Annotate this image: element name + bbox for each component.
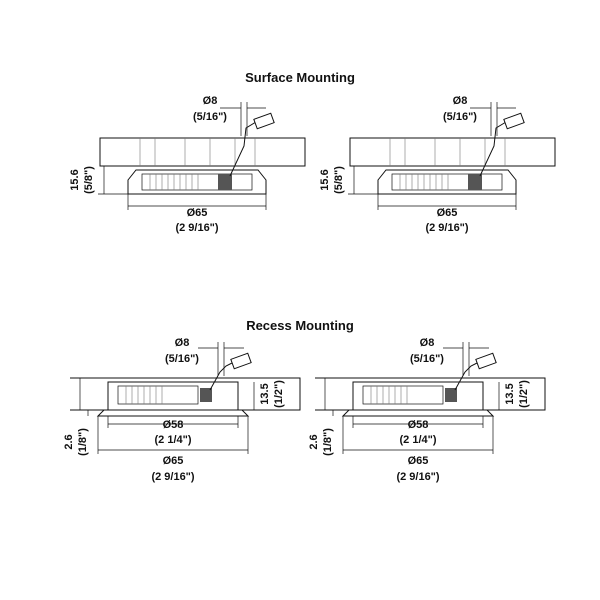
diameter-imperial: (2 9/16")	[425, 222, 468, 234]
cable	[229, 121, 257, 177]
connector-plug	[230, 352, 252, 370]
flange-imperial: (1/8")	[77, 428, 89, 456]
cable-dia-imperial: (5/16")	[443, 111, 477, 123]
flange-label: 2.6	[308, 434, 320, 449]
recess-diagram-right: Ø8 (5/16") 13.5 (1/2") 2.6 (1/8") Ø58 (2…	[308, 337, 546, 483]
diameter-label: Ø65	[163, 455, 184, 467]
cable-dia-label: Ø8	[453, 95, 468, 107]
depth-label: 13.5	[259, 383, 271, 404]
cable	[479, 121, 507, 177]
diameter-imperial: (2 9/16")	[151, 471, 194, 483]
depth-imperial: (1/2")	[518, 380, 530, 408]
depth-imperial: (1/2")	[273, 380, 285, 408]
recess-diagram-left: Ø8 (5/16") 13.5 (1/2") 2.6 (1/8") Ø58 (2…	[63, 337, 301, 483]
height-imperial: (5/8")	[333, 166, 345, 194]
cable-clip	[200, 388, 212, 402]
cable-dia-imperial: (5/16")	[193, 111, 227, 123]
connector-plug	[475, 352, 497, 370]
depth-label: 13.5	[504, 383, 516, 404]
cutout-dia-label: Ø58	[163, 419, 184, 431]
flange-imperial: (1/8")	[322, 428, 334, 456]
cable-clip	[468, 174, 482, 190]
diameter-imperial: (2 9/16")	[175, 222, 218, 234]
light-flange	[96, 409, 250, 417]
cutout-dia-label: Ø58	[408, 419, 429, 431]
cable-dia-label: Ø8	[420, 337, 435, 349]
flange-label: 2.6	[63, 434, 75, 449]
diameter-label: Ø65	[437, 207, 458, 219]
connector-plug	[253, 112, 275, 130]
recess-mounting-title: Recess Mounting	[246, 318, 354, 333]
height-label: 15.6	[69, 169, 81, 190]
cable-clip	[445, 388, 457, 402]
cutout-dia-imperial: (2 1/4")	[399, 434, 436, 446]
cabinet-panel	[349, 137, 556, 167]
diameter-label: Ø65	[187, 207, 208, 219]
cable	[454, 361, 480, 391]
diameter-imperial: (2 9/16")	[396, 471, 439, 483]
cable-dia-imperial: (5/16")	[165, 353, 199, 365]
light-housing	[127, 169, 267, 195]
light-lens	[117, 385, 199, 405]
light-lens	[141, 173, 253, 191]
surface-diagram-right: Ø8 (5/16") 15.6 (5/8") Ø65 (2 9/16")	[319, 95, 556, 234]
light-flange	[341, 409, 495, 417]
light-lens	[362, 385, 444, 405]
cable-dia-label: Ø8	[175, 337, 190, 349]
cable	[209, 361, 235, 391]
cable-clip	[218, 174, 232, 190]
diameter-label: Ø65	[408, 455, 429, 467]
height-label: 15.6	[319, 169, 331, 190]
light-housing	[377, 169, 517, 195]
height-imperial: (5/8")	[83, 166, 95, 194]
cable-dia-label: Ø8	[203, 95, 218, 107]
cabinet-panel	[99, 137, 306, 167]
light-lens	[391, 173, 503, 191]
surface-mounting-title: Surface Mounting	[245, 70, 355, 85]
connector-plug	[503, 112, 525, 130]
cutout-dia-imperial: (2 1/4")	[154, 434, 191, 446]
cable-dia-imperial: (5/16")	[410, 353, 444, 365]
surface-diagram-left: Ø8 (5/16") 15.6 (5/8") Ø65 (2 9/16")	[69, 95, 306, 234]
